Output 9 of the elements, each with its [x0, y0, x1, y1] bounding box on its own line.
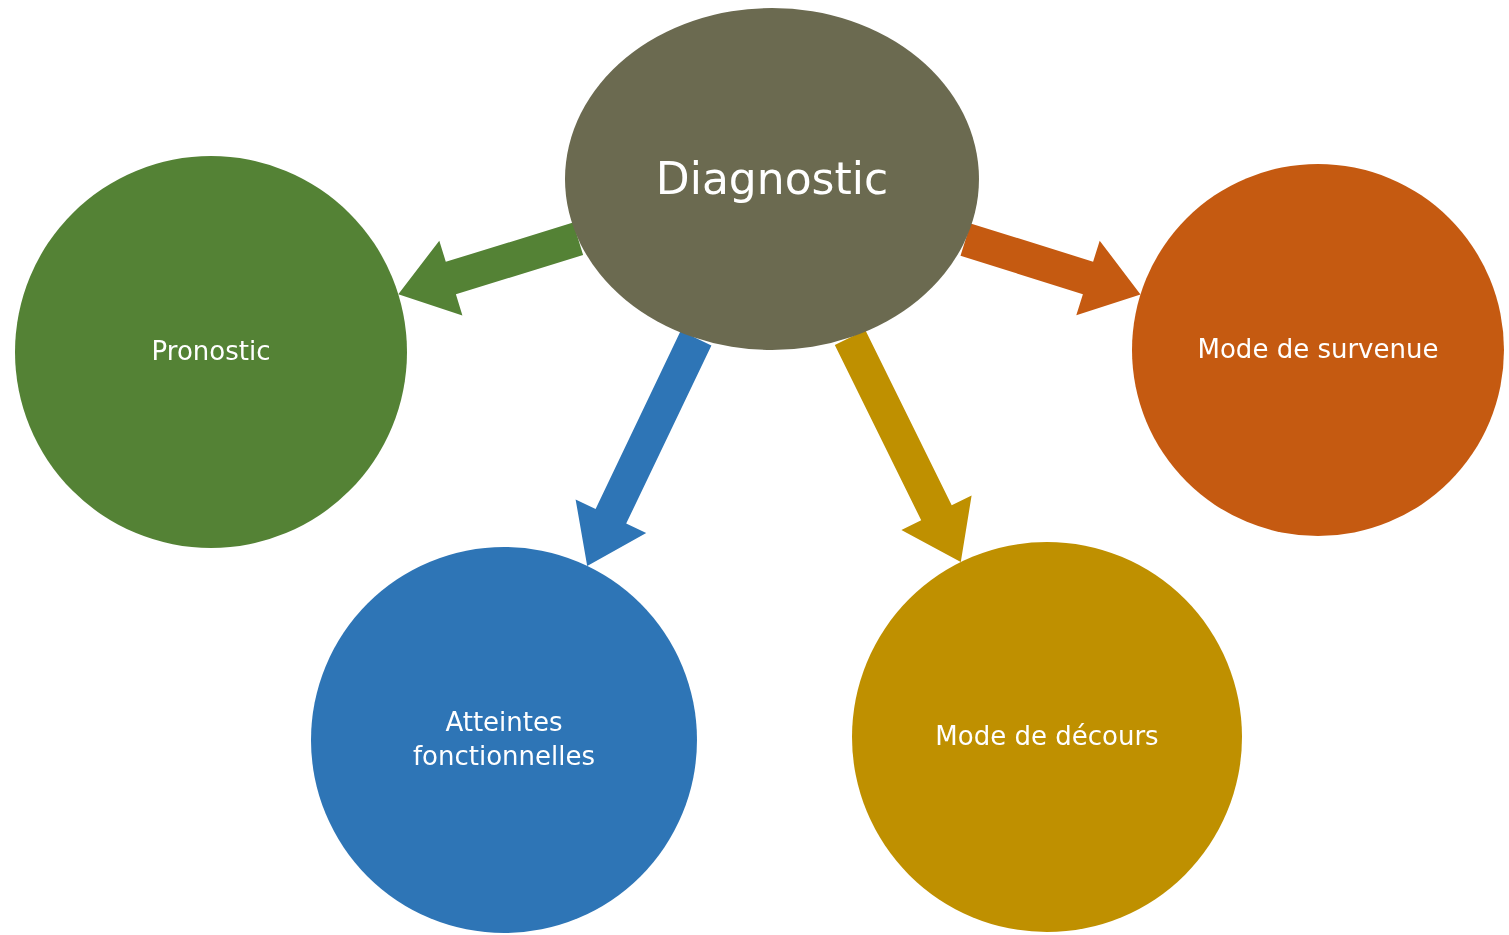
node-label: Mode de survenue	[1197, 333, 1439, 367]
block-arrow	[834, 329, 972, 563]
node-label: Diagnostic	[655, 152, 889, 207]
node-label: Mode de décours	[935, 720, 1159, 754]
block-arrow	[575, 330, 712, 566]
block-arrow	[960, 223, 1141, 316]
block-arrow	[398, 222, 584, 316]
node-label: Pronostic	[151, 335, 271, 369]
node-label: Atteintes fonctionnelles	[411, 706, 597, 773]
